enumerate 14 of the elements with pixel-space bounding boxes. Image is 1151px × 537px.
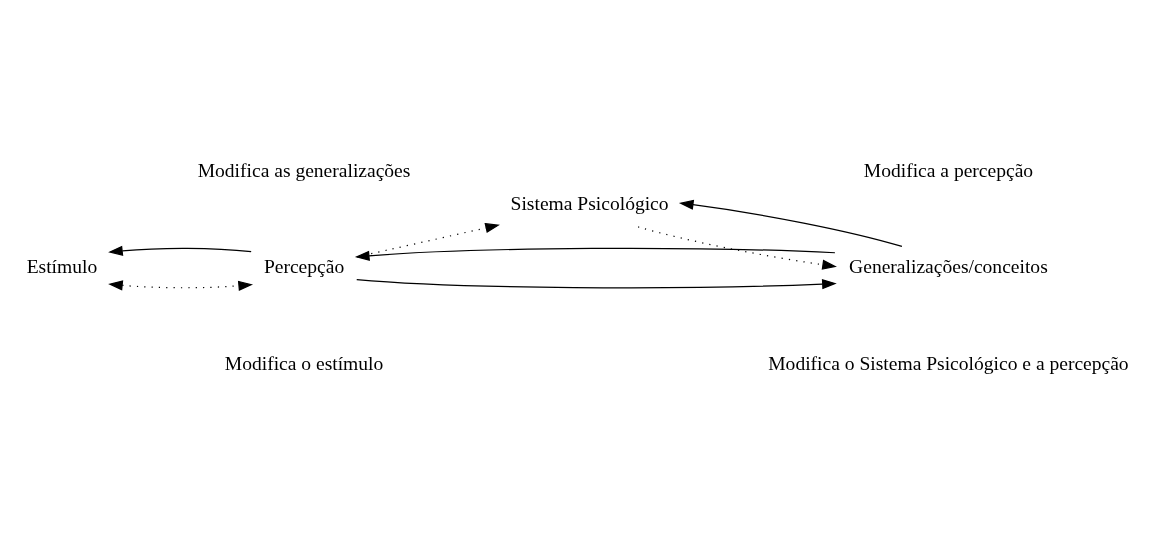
arrow: [637, 226, 837, 270]
label: Modifica as generalizações: [197, 159, 411, 181]
arrow: [108, 245, 252, 256]
arrow: [354, 247, 836, 261]
label: Modifica o estímulo: [224, 352, 384, 374]
node-text: Percepção: [263, 256, 345, 278]
node-text: Estímulo: [26, 256, 98, 278]
label: Modifica a percepção: [863, 159, 1034, 181]
arrow: [678, 199, 903, 248]
node-text: Generalizações/conceitos: [849, 256, 1048, 278]
arrow: [108, 280, 253, 291]
label: Modifica o Sistema Psicológico e a percepção: [768, 352, 1129, 374]
node-text: Sistema Psicológico: [510, 192, 669, 214]
arrow: [356, 278, 837, 290]
